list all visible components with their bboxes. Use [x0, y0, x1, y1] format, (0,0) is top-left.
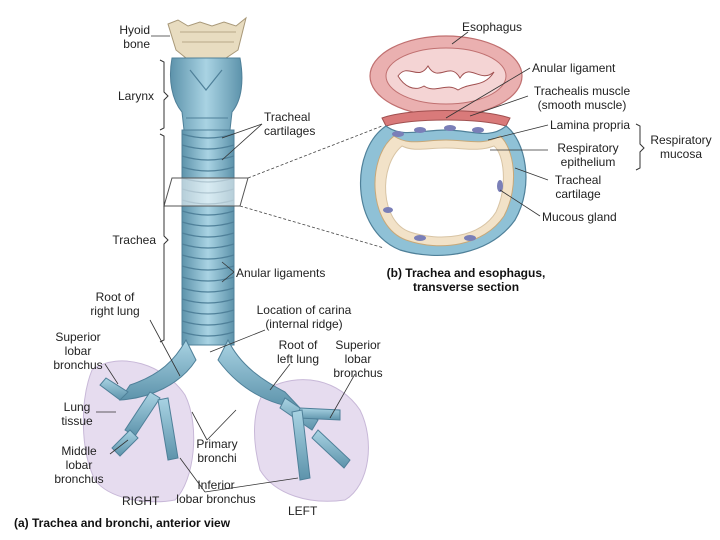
larynx-shape: [169, 57, 243, 131]
trachea-bracket: [159, 133, 169, 343]
label-left-side: LEFT: [288, 504, 318, 518]
label-tracheal-cartilages: Tracheal cartilages: [264, 110, 316, 138]
label-root-left-lung: Root of left lung: [276, 338, 320, 366]
tracheal-ring: [181, 254, 235, 260]
label-middle-lobar: Middle lobar bronchus: [54, 444, 104, 486]
section-guide-lines: [239, 125, 385, 249]
label-right-side: RIGHT: [122, 494, 160, 508]
label-trachealis-muscle: Trachealis muscle (smooth muscle): [533, 84, 631, 112]
label-mucous-gland: Mucous gland: [542, 210, 617, 224]
label-respiratory-mucosa: Respiratory mucosa: [650, 133, 712, 161]
left-primary-bronchus: [217, 338, 351, 481]
tracheal-ring: [181, 210, 235, 216]
hyoid-bone-shape: [167, 16, 247, 63]
label-location-carina: Location of carina (internal ridge): [256, 303, 352, 331]
label-anular-ligaments: Anular ligaments: [236, 266, 326, 280]
leader-lines: [96, 31, 549, 493]
label-esophagus: Esophagus: [462, 20, 523, 34]
respiratory-mucosa-bracket: [635, 123, 645, 171]
tracheal-ring: [181, 243, 235, 249]
tracheal-ring: [181, 331, 235, 337]
label-tracheal-cartilage: Tracheal cartilage: [554, 173, 602, 201]
tracheal-ring: [181, 221, 235, 227]
label-trachea: Trachea: [112, 233, 156, 247]
tracheal-ring: [181, 232, 235, 238]
tracheal-ring: [181, 265, 235, 271]
tracheal-ring: [181, 298, 235, 304]
caption-b: (b) Trachea and esophagus, transverse se…: [386, 266, 546, 294]
right-primary-bronchus: [99, 338, 197, 461]
tracheal-ring: [181, 309, 235, 315]
label-respiratory-epithelium: Respiratory epithelium: [557, 141, 619, 169]
caption-a: (a) Trachea and bronchi, anterior view: [14, 516, 231, 530]
label-lamina-propria: Lamina propria: [550, 118, 631, 132]
label-hyoid-bone: Hyoid bone: [119, 23, 150, 51]
section-plane: [163, 177, 249, 207]
label-larynx: Larynx: [117, 89, 154, 103]
label-inferior-lobar: Inferior lobar bronchus: [176, 478, 256, 506]
tracheal-ring: [181, 276, 235, 282]
label-anular-ligament: Anular ligament: [532, 61, 616, 75]
tracheal-ring: [181, 155, 235, 161]
tracheal-ring: [181, 320, 235, 326]
tracheal-ring: [181, 287, 235, 293]
tracheal-ring: [181, 144, 235, 150]
trachea-section: [360, 125, 527, 256]
larynx-bracket: [159, 59, 169, 131]
label-superior-lobar-right: Superior lobar bronchus: [53, 330, 103, 372]
esophagus-section: [369, 35, 523, 117]
label-superior-lobar-left: Superior lobar bronchus: [333, 338, 383, 380]
label-root-right-lung: Root of right lung: [90, 290, 140, 318]
label-primary-bronchi: Primary bronchi: [196, 437, 238, 465]
trachealis-muscle-band: [381, 110, 511, 127]
tracheal-ring: [181, 166, 235, 172]
label-lung-tissue: Lung tissue: [61, 400, 93, 428]
